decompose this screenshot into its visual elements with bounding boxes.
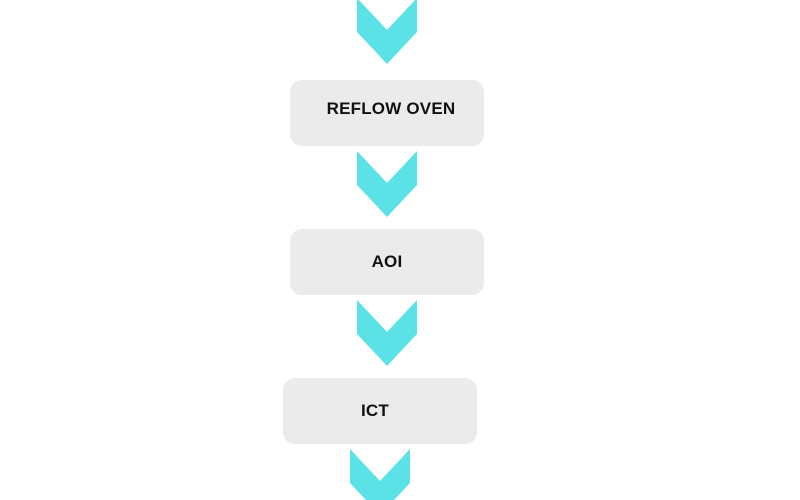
step-box-reflow-oven: REFLOW OVEN [290,80,484,146]
step-box-ict: ICT [283,378,477,444]
step-label-reflow-oven: REFLOW OVEN [326,99,456,118]
chevron-down-shape [350,449,410,500]
chevron-down-icon [357,0,417,64]
chevron-down-shape [357,300,417,366]
step-label-aoi: AOI [371,252,403,271]
chevron-down-shape [357,151,417,217]
chevron-down-icon [357,300,417,366]
chevron-down-shape [357,0,417,64]
chevron-down-icon [357,151,417,217]
chevron-down-icon [350,449,410,500]
step-box-aoi: AOI [290,229,484,295]
step-label-ict: ICT [361,401,389,420]
